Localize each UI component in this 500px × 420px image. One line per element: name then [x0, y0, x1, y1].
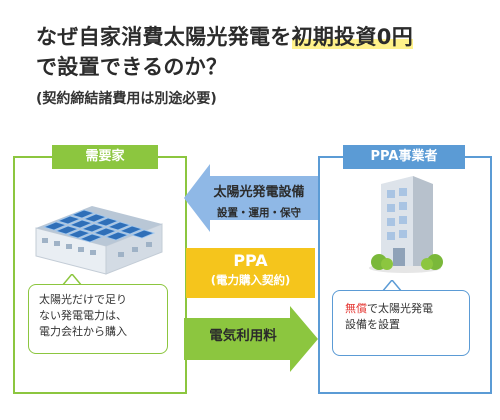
- office-building-icon: [369, 176, 443, 273]
- ppa-contract-band: [186, 248, 315, 298]
- customer-panel: [13, 156, 187, 394]
- equipment-arrow: [184, 164, 318, 232]
- title-highlight: 初期投資0円: [291, 25, 414, 49]
- factory-with-solar-panels-icon: [35, 206, 163, 275]
- title-line1-prefix: なぜ自家消費太陽光発電を: [36, 25, 292, 49]
- customer-note-line1: 太陽光だけで足り: [39, 293, 127, 306]
- provider-note-line2: 設備を設置: [345, 318, 400, 331]
- provider-note-line1-rest: で太陽光発電: [367, 302, 433, 315]
- free-emphasis: 無償: [345, 302, 367, 315]
- provider-note-line1: 無償で太陽光発電: [345, 301, 457, 317]
- ppa-contract-title: PPA: [233, 251, 268, 270]
- provider-label: PPA事業者: [343, 145, 465, 169]
- equipment-arrow-subtitle: 設置・運用・保守: [217, 207, 301, 219]
- equipment-arrow-title: 太陽光発電設備: [213, 185, 305, 200]
- subtitle-note: (契約締結諸費用は別途必要): [36, 91, 217, 107]
- fee-arrow: [184, 306, 318, 372]
- customer-note-line3: 電力会社から購入: [39, 325, 127, 338]
- page-title: なぜ自家消費太陽光発電を初期投資0円 で設置できるのか？: [36, 22, 486, 82]
- customer-note-bubble: 太陽光だけで足り ない発電電力は、 電力会社から購入: [28, 284, 168, 354]
- title-line2: で設置できるのか？: [36, 55, 228, 79]
- fee-arrow-title: 電気利用料: [209, 328, 277, 344]
- ppa-contract-subtitle: (電力購入契約): [210, 273, 291, 287]
- customer-note-line2: ない発電電力は、: [39, 309, 127, 322]
- customer-label: 需要家: [52, 145, 158, 169]
- provider-note-bubble: 無償で太陽光発電 設備を設置: [332, 290, 470, 356]
